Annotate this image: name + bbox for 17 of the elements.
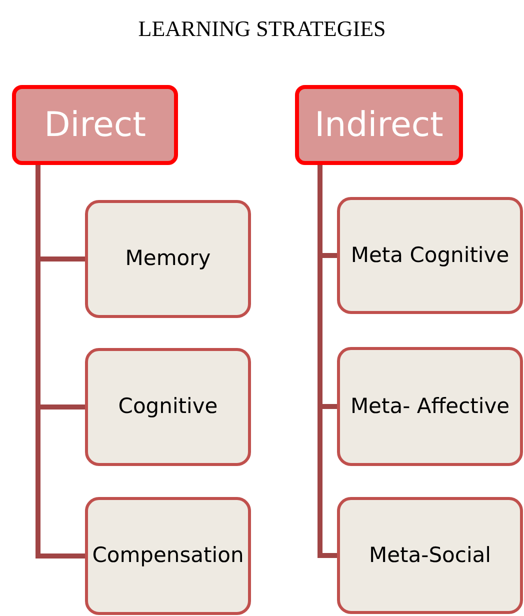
box-label: Meta- Affective: [350, 392, 510, 420]
box-label: Meta Cognitive: [350, 242, 510, 269]
box-label: Meta-Social: [369, 542, 491, 569]
category-box: [295, 85, 463, 165]
box-label: Memory: [125, 245, 211, 272]
strategy-box: [337, 497, 523, 614]
strategy-box: [337, 197, 523, 314]
box-label: Compensation: [92, 542, 244, 570]
category-box: [12, 85, 178, 165]
strategy-box: [85, 497, 251, 615]
diagram-title: LEARNING STRATEGIES: [137, 16, 387, 42]
strategy-box: [337, 347, 523, 466]
strategy-box: [85, 200, 251, 318]
box-label: Cognitive: [118, 393, 218, 420]
strategy-box: [85, 348, 251, 466]
box-label: Direct: [44, 105, 146, 145]
box-label: Indirect: [314, 105, 444, 145]
